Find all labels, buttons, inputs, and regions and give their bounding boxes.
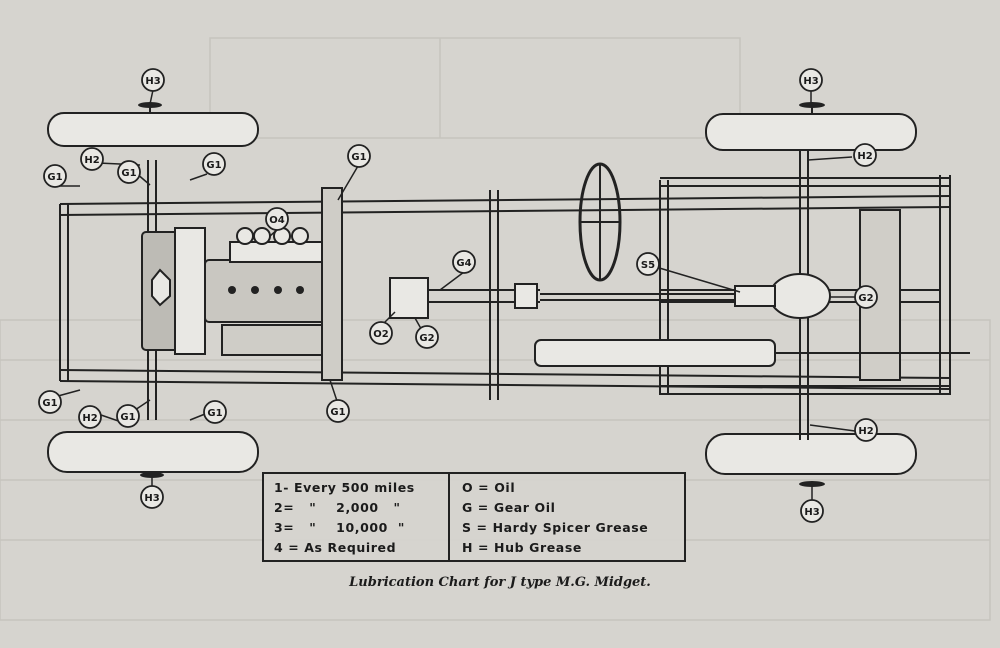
tag-s5: S5 (636, 252, 660, 276)
rear-wheel-bottom (705, 433, 917, 487)
legend-interval-2: 2= " 2,000 " (274, 500, 401, 515)
legend-lubricant-hub-grease: H = Hub Grease (462, 540, 582, 555)
background-print-through (0, 37, 991, 621)
tag-g2-center: G2 (415, 325, 439, 349)
svg-text:H3: H3 (804, 507, 819, 518)
svg-text:G1: G1 (42, 398, 57, 409)
rear-wheel-top (705, 102, 917, 151)
svg-text:G1: G1 (121, 168, 136, 179)
legend-interval-3: 3= " 10,000 " (274, 520, 405, 535)
radiator (141, 227, 206, 355)
tag-h2-front-top: H2 (80, 147, 104, 171)
legend-intervals: 1- Every 500 miles 2= " 2,000 " 3= " 10,… (264, 474, 450, 560)
svg-text:H2: H2 (858, 426, 873, 437)
tag-g1-top-left-a: G1 (43, 164, 67, 188)
legend-lubricant-spicer-grease: S = Hardy Spicer Grease (462, 520, 649, 535)
tag-h3-rear-bottom: H3 (800, 499, 824, 523)
legend-lubricants: O = Oil G = Gear Oil S = Hardy Spicer Gr… (450, 474, 684, 560)
tag-h3-rear-top: H3 (799, 68, 823, 92)
svg-text:G1: G1 (120, 412, 135, 423)
engine-block (204, 227, 341, 356)
gearbox (321, 187, 540, 381)
tag-g1-bottom-center: G1 (326, 399, 350, 423)
svg-text:G1: G1 (207, 408, 222, 419)
tag-h2-front-bottom: H2 (78, 405, 102, 429)
tag-h3-front-bottom: H3 (140, 485, 164, 509)
svg-text:H3: H3 (144, 493, 159, 504)
svg-text:O4: O4 (269, 215, 285, 226)
propeller-shaft (540, 293, 740, 301)
front-wheel-top (47, 102, 259, 147)
svg-text:G1: G1 (351, 152, 366, 163)
exhaust-pipe (534, 339, 970, 367)
svg-text:H3: H3 (803, 76, 818, 87)
svg-text:H2: H2 (84, 155, 99, 166)
svg-text:G2: G2 (858, 293, 873, 304)
steering-wheel (578, 162, 622, 282)
svg-text:S5: S5 (641, 260, 655, 271)
tag-g1-bottom-b: G1 (203, 400, 227, 424)
svg-text:G1: G1 (330, 407, 345, 418)
lubrication-legend: 1- Every 500 miles 2= " 2,000 " 3= " 10,… (262, 472, 686, 562)
tag-o4: O4 (265, 207, 289, 231)
legend-lubricant-oil: O = Oil (462, 480, 516, 495)
tag-o2: O2 (369, 321, 393, 345)
tag-g2-axle: G2 (854, 285, 878, 309)
svg-text:G4: G4 (456, 258, 471, 269)
tag-g1-bottom-left: G1 (38, 390, 62, 414)
tag-h2-rear-bottom: H2 (854, 418, 878, 442)
tag-g4: G4 (452, 250, 476, 274)
tag-h3-front-top: H3 (141, 68, 165, 92)
legend-interval-4: 4 = As Required (274, 540, 397, 555)
figure-caption: Lubrication Chart for J type M.G. Midget… (349, 575, 651, 590)
svg-text:H3: H3 (145, 76, 160, 87)
tag-g1-top-center: G1 (347, 144, 371, 168)
svg-text:G2: G2 (419, 333, 434, 344)
lubrication-tags: H3 H2 G1 G1 G1 G1 O4 G4 (38, 68, 878, 523)
legend-lubricant-gear-oil: G = Gear Oil (462, 500, 556, 515)
tag-g1-top-left-b: G1 (117, 160, 141, 184)
legend-interval-1: 1- Every 500 miles (274, 480, 415, 495)
front-wheel-bottom (47, 431, 259, 478)
svg-text:H2: H2 (82, 413, 97, 424)
tag-g1-front-top: G1 (202, 152, 226, 176)
svg-text:O2: O2 (373, 329, 389, 340)
svg-text:H2: H2 (857, 151, 872, 162)
svg-text:G1: G1 (206, 160, 221, 171)
svg-text:G1: G1 (47, 172, 62, 183)
tag-h2-rear-top: H2 (853, 143, 877, 167)
tag-g1-bottom-a: G1 (116, 404, 140, 428)
leader-lines (57, 89, 862, 500)
